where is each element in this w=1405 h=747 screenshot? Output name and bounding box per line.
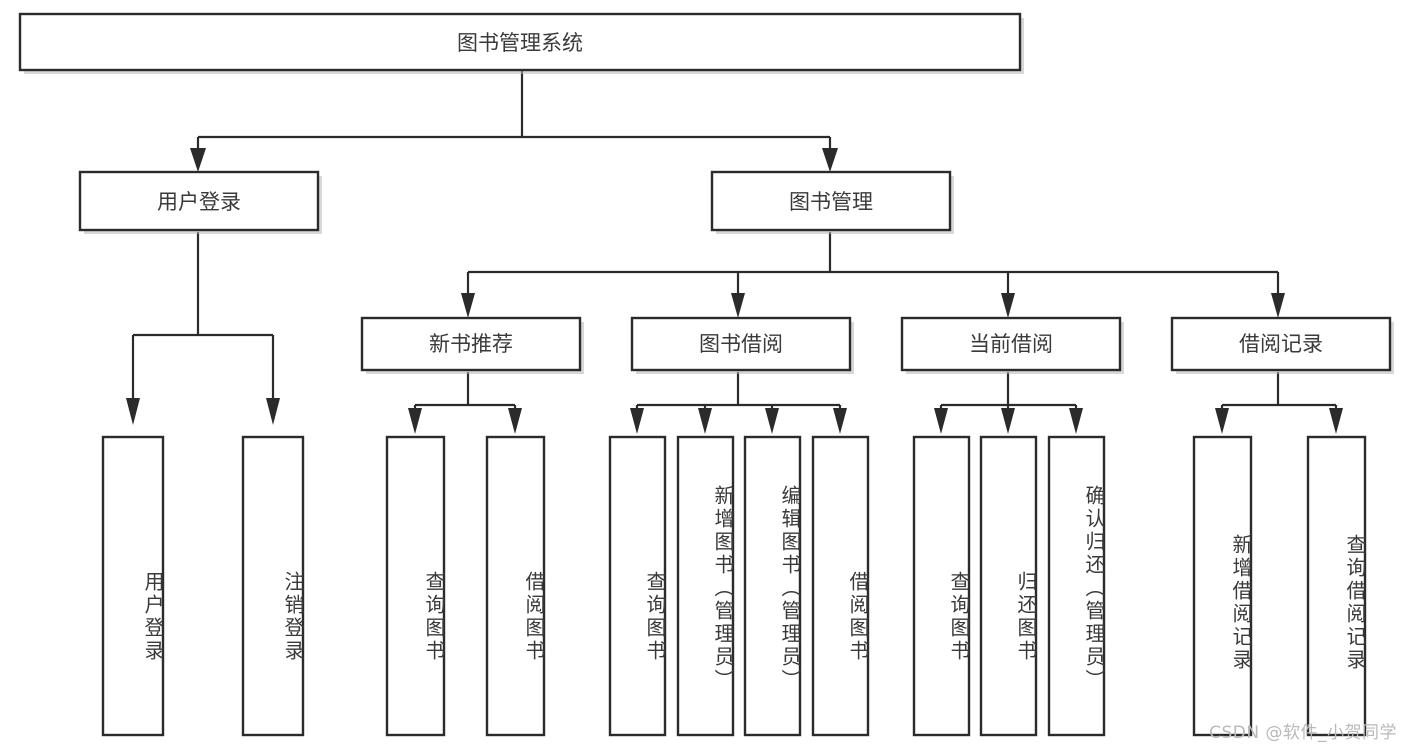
arrow-to-leaf-user-login (126, 398, 140, 425)
arrow-to-leaf-logout (266, 398, 280, 425)
arrow-to-leaf-query-record (1329, 408, 1343, 434)
arrow-to-leaf-edit-book (765, 408, 779, 434)
book-manage-box[interactable] (710, 170, 952, 232)
user-login-box[interactable] (78, 170, 320, 232)
node-book-manage[interactable]: 图书管理 (710, 170, 954, 234)
arrow-to-user-login (190, 148, 206, 172)
connector-layer (126, 70, 1343, 434)
node-borrow-record[interactable]: 借阅记录 (1170, 316, 1394, 374)
root-box[interactable] (18, 12, 1022, 72)
arrow-to-borrow-record (1271, 293, 1285, 318)
leaf-edit-book-box[interactable] (743, 435, 802, 737)
leaf-confirm-return-box[interactable] (1047, 435, 1106, 737)
node-root[interactable]: 图书管理系统 (18, 12, 1024, 74)
node-book-borrow[interactable]: 图书借阅 (630, 316, 854, 374)
node-user-login[interactable]: 用户登录 (78, 170, 322, 234)
leaf-query-book-1-box[interactable] (385, 435, 446, 737)
leaf-add-book-box[interactable] (676, 435, 735, 737)
node-current-borrow[interactable]: 当前借阅 (900, 316, 1124, 374)
arrow-to-current-borrow (1001, 293, 1015, 318)
book-borrow-box[interactable] (630, 316, 852, 372)
new-book-rec-label: 新书推荐 (429, 332, 513, 356)
leaf-user-login-box[interactable] (101, 435, 165, 737)
leaf-return-book-box[interactable] (979, 435, 1038, 737)
arrow-to-new-book-rec (461, 293, 475, 318)
new-book-rec-box[interactable] (360, 316, 582, 372)
arrow-to-leaf-add-record (1215, 408, 1229, 434)
current-borrow-box[interactable] (900, 316, 1122, 372)
leaf-borrow-book-1-box[interactable] (485, 435, 546, 737)
leaf-query-book-2-box[interactable] (608, 435, 667, 737)
leaf-box-layer (101, 435, 1367, 737)
borrow-record-box[interactable] (1170, 316, 1392, 372)
arrow-to-leaf-add-book (698, 408, 712, 434)
arrow-to-leaf-return-book (1001, 408, 1015, 434)
arrow-to-leaf-query-book-3 (934, 408, 948, 434)
leaf-borrow-book-2-box[interactable] (811, 435, 870, 737)
book-borrow-label: 图书借阅 (699, 332, 783, 356)
arrow-to-leaf-borrow-book-1 (508, 408, 522, 434)
leaf-query-record-box[interactable] (1306, 435, 1367, 737)
arrow-to-leaf-query-book-1 (408, 408, 422, 434)
book-manage-label: 图书管理 (789, 190, 873, 214)
borrow-record-label: 借阅记录 (1239, 332, 1323, 356)
leaf-logout-box[interactable] (241, 435, 305, 737)
arrow-to-leaf-query-book-2 (630, 408, 644, 434)
root-label: 图书管理系统 (457, 31, 583, 55)
arrow-to-book-manage (822, 148, 838, 172)
arrow-to-leaf-borrow-book-2 (833, 408, 847, 434)
leaf-add-record-box[interactable] (1192, 435, 1253, 737)
csdn-watermark: CSDN @软件_小贺同学 (1209, 723, 1397, 743)
leaf-query-book-3-box[interactable] (912, 435, 971, 737)
node-new-book-rec[interactable]: 新书推荐 (360, 316, 584, 374)
arrow-to-leaf-confirm-return (1069, 408, 1083, 434)
current-borrow-label: 当前借阅 (969, 332, 1053, 356)
arrow-to-book-borrow (731, 293, 745, 318)
user-login-label: 用户登录 (157, 190, 241, 214)
